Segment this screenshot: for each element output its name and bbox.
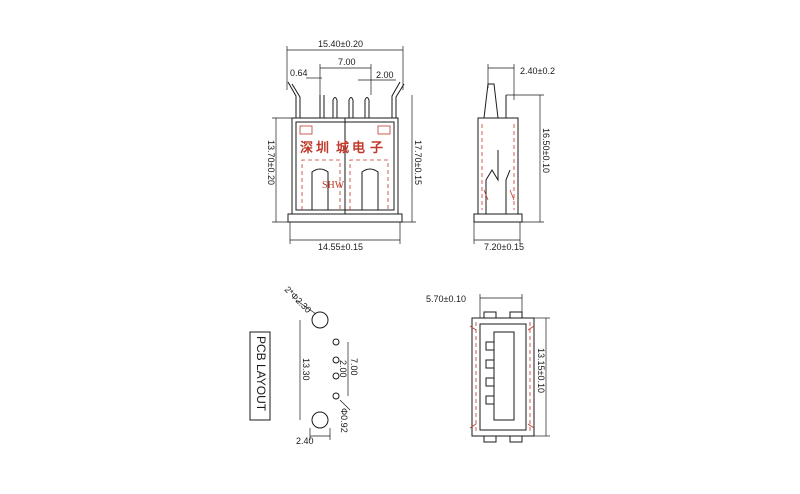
watermark-cn-2: 圳 <box>316 140 329 156</box>
dim-height-left: 13.70±0.20 <box>266 140 276 185</box>
dim-bottom-height: 13.15±0.10 <box>536 348 546 393</box>
bottom-view: 5.70±0.10 13.15±0.10 <box>426 294 550 443</box>
dim-bottom-top: 5.70±0.10 <box>426 294 466 304</box>
watermark-cn-5: 子 <box>370 141 383 156</box>
dim-small-holes: Φ0.92 <box>339 408 349 433</box>
watermark-latin: SHW <box>322 180 345 191</box>
dim-side-bottom: 7.20±0.15 <box>484 242 524 252</box>
side-view: 2.40±0.2 16.50±0.10 7.20±0.15 <box>473 64 555 252</box>
dim-spacing: 13.30 <box>301 358 311 381</box>
dim-side-top: 2.40±0.2 <box>520 66 555 76</box>
dim-side-height: 16.50±0.10 <box>541 128 551 173</box>
dim-pin-left: 0.64 <box>290 68 308 78</box>
watermark-cn-3: 城 <box>336 140 349 156</box>
dim-pitch-7: 7.00 <box>349 358 359 376</box>
dim-big-holes: 2*Φ2.30 <box>283 284 314 315</box>
pcb-layout: PCB LAYOUT 2*Φ2.30 13.30 7.00 2.00 Φ0.92… <box>249 284 359 446</box>
dim-pin-right: 2.00 <box>376 70 394 80</box>
pcb-layout-label: PCB LAYOUT <box>254 336 268 412</box>
dim-top-width: 15.40±0.20 <box>318 39 363 49</box>
watermark-cn-1: 深 <box>300 140 313 156</box>
dim-pin-pitch: 7.00 <box>338 57 356 67</box>
front-view: 15.40±0.20 7.00 0.64 2.00 13.70±0.20 17.… <box>266 39 423 252</box>
dim-pitch-2: 2.00 <box>338 360 348 378</box>
dim-bottom-width: 14.55±0.15 <box>318 242 363 252</box>
dim-offset: 2.40 <box>296 436 314 446</box>
dim-height-right: 17.70±0.15 <box>413 140 423 185</box>
watermark-cn-4: 电 <box>352 140 365 156</box>
